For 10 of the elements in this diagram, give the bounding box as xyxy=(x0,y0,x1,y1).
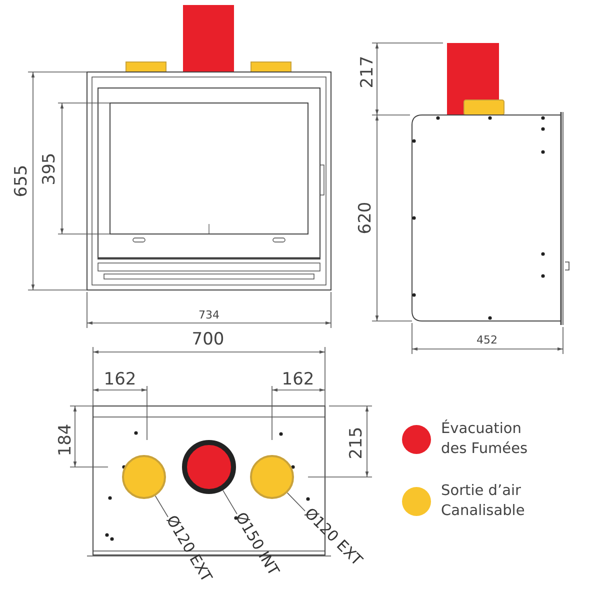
flue-outlet-circle xyxy=(182,440,236,494)
dimension-value: 452 xyxy=(476,334,498,346)
leader-line xyxy=(222,490,238,514)
leader-line xyxy=(154,495,168,518)
flue-outlet-circle xyxy=(250,455,294,499)
dimension-value: 734 xyxy=(198,310,220,320)
leader-line xyxy=(286,492,306,512)
flue-outlet-circle xyxy=(122,455,166,499)
legend-text: Évacuation des Fumées xyxy=(441,420,529,459)
legend-text: Sortie d’air Canalisable xyxy=(441,482,526,521)
